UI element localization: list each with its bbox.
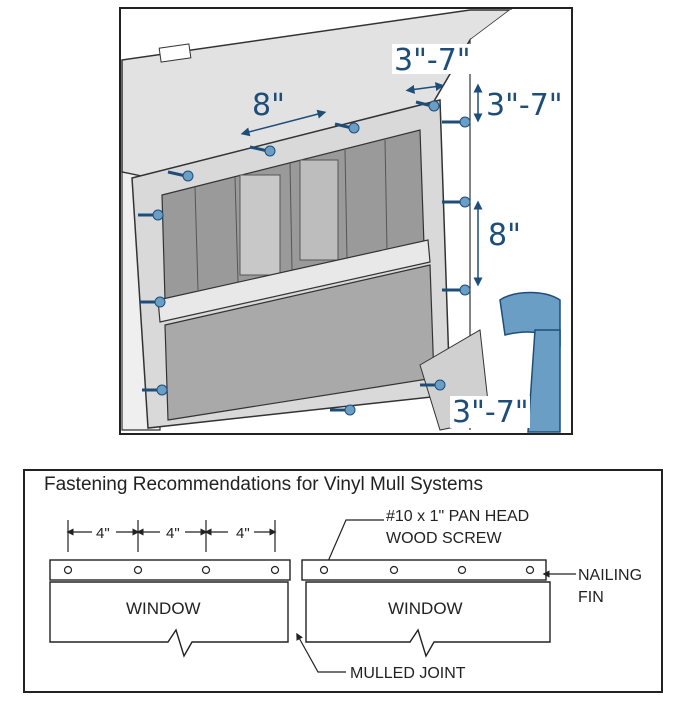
wrap-tag <box>158 43 192 63</box>
wall-studs <box>194 139 388 291</box>
nail-top-2 <box>249 145 276 157</box>
nailing-fin-line2: FIN <box>578 589 604 606</box>
nail-left-2 <box>140 296 166 308</box>
nailing-fin-right <box>301 559 547 581</box>
nail-bottom-2 <box>420 379 446 391</box>
dim-top-corner: 3"-7" <box>394 43 471 78</box>
dim-line-top-span <box>240 109 327 137</box>
nail-right-1 <box>442 116 471 128</box>
diagram-frame <box>23 469 663 693</box>
screw-label-line1: #10 x 1" PAN HEAD <box>386 508 529 525</box>
nailing-fin-line1: NAILING <box>578 567 642 584</box>
nail-top-1 <box>167 170 194 182</box>
window-right-label: WINDOW <box>388 599 463 618</box>
meeting-rail <box>157 239 431 323</box>
screw-leader <box>324 519 384 570</box>
nail-top-3 <box>334 122 360 134</box>
spacing-1: 4" <box>96 525 110 542</box>
window-left-label: WINDOW <box>126 599 201 618</box>
nail-right-2 <box>442 196 471 208</box>
nail-bottom-1 <box>330 404 356 416</box>
window-right <box>305 581 551 658</box>
window-left <box>49 581 289 658</box>
spacing-3: 4" <box>236 525 250 542</box>
nail-top-4 <box>415 100 440 112</box>
screw-holes <box>63 565 535 575</box>
hammer-icon <box>499 291 561 433</box>
nailing-fin-left <box>49 559 291 581</box>
diagram-title: Fastening Recommendations for Vinyl Mull… <box>44 474 483 495</box>
dim-bottom-right: 3"-7" <box>452 395 529 430</box>
dim-right-top: 3"-7" <box>486 88 563 123</box>
spacing-dimensions <box>66 520 277 552</box>
nail-left-3 <box>142 384 168 396</box>
spacing-2: 4" <box>166 525 180 542</box>
screw-label-line2: WOOD SCREW <box>386 530 502 547</box>
nail-left-1 <box>138 209 164 221</box>
nail-right-3 <box>442 284 471 296</box>
nails <box>138 100 471 416</box>
mulled-joint-leader <box>296 632 346 673</box>
dim-line-top-corner <box>405 82 445 94</box>
dim-top-span: 8" <box>252 88 285 123</box>
fastening-diagram: Fastening Recommendations for Vinyl Mull… <box>23 469 663 693</box>
dim-right-span: 8" <box>488 218 521 253</box>
mulled-joint-label: MULLED JOINT <box>350 665 466 682</box>
installation-illustration: 3"-7" 3"-7" 8" 8" 3"-7" <box>119 7 573 435</box>
